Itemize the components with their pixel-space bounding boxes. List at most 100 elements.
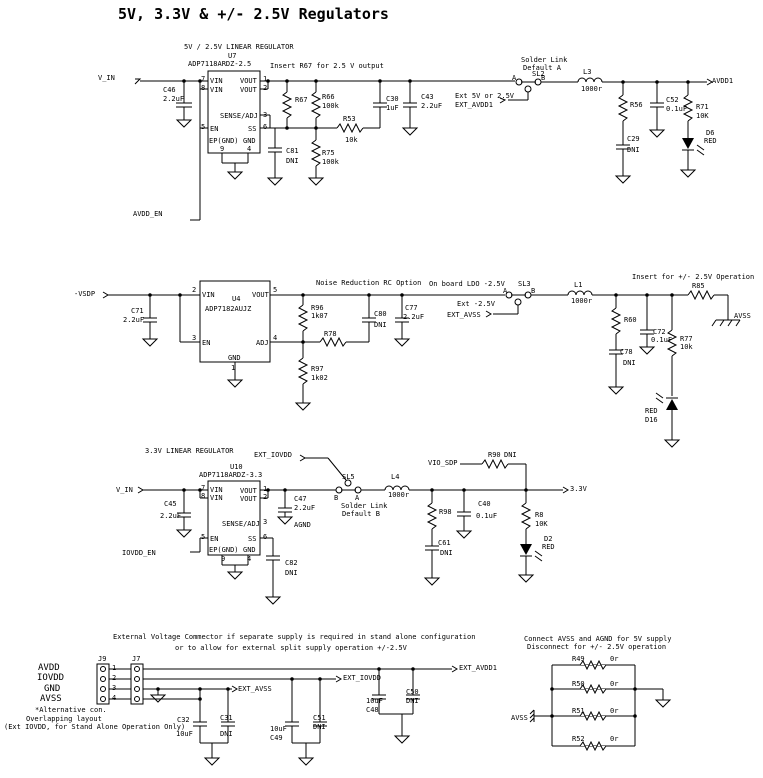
svg-text:R60: R60 bbox=[624, 316, 637, 324]
section-u10-regulator: 3.3V LINEAR REGULATOR U10 ADP7118ARDZ-3.… bbox=[116, 447, 588, 605]
svg-text:10uF: 10uF bbox=[176, 730, 193, 738]
svg-text:DNI: DNI bbox=[285, 569, 298, 577]
svg-text:RED: RED bbox=[704, 137, 717, 145]
u7-ref: U7 bbox=[228, 52, 236, 60]
ext-avdd1-net: EXT_AVDD1 bbox=[455, 101, 493, 109]
svg-text:DNI: DNI bbox=[286, 157, 299, 165]
svg-text:Connect AVSS and AGND for 5V s: Connect AVSS and AGND for 5V supply bbox=[524, 635, 672, 643]
u7-ic-body bbox=[207, 70, 261, 154]
svg-text:R98: R98 bbox=[439, 508, 452, 516]
svg-text:DNI: DNI bbox=[313, 723, 326, 731]
svg-text:R49: R49 bbox=[572, 655, 585, 663]
svg-text:AGND: AGND bbox=[294, 521, 311, 529]
svg-text:EN: EN bbox=[202, 339, 210, 347]
svg-text:D6: D6 bbox=[706, 129, 714, 137]
svg-text:0r: 0r bbox=[610, 680, 618, 688]
svg-text:2: 2 bbox=[263, 84, 267, 92]
svg-text:DNI: DNI bbox=[627, 146, 640, 154]
svg-text:2.2uF: 2.2uF bbox=[123, 316, 144, 324]
svg-text:1k07: 1k07 bbox=[311, 312, 328, 320]
ext-iovdd-net-conn: EXT_IOVDD bbox=[343, 674, 381, 682]
r52: R52 0r bbox=[572, 735, 618, 752]
avdd1-net: AVDD1 bbox=[712, 77, 733, 85]
svg-text:D16: D16 bbox=[645, 416, 658, 424]
svg-text:DNI: DNI bbox=[440, 549, 453, 557]
svg-text:Noise Reduction RC Option: Noise Reduction RC Option bbox=[316, 279, 421, 287]
svg-text:GND: GND bbox=[243, 546, 256, 554]
svg-text:0r: 0r bbox=[610, 655, 618, 663]
svg-text:SENSE/ADJ: SENSE/ADJ bbox=[222, 520, 260, 528]
svg-text:C80: C80 bbox=[374, 310, 387, 318]
svg-text:C32: C32 bbox=[177, 716, 190, 724]
svg-text:A: A bbox=[355, 494, 360, 502]
ext-avss-net-conn: EXT_AVSS bbox=[238, 685, 272, 693]
avss-link-net: AVSS bbox=[511, 714, 528, 722]
svg-text:*Alternative con.: *Alternative con. bbox=[35, 706, 107, 714]
svg-text:L4: L4 bbox=[391, 473, 399, 481]
svg-text:Default B: Default B bbox=[342, 510, 380, 518]
svg-text:4: 4 bbox=[247, 555, 251, 563]
svg-text:SL3: SL3 bbox=[518, 280, 531, 288]
svg-text:VOUT: VOUT bbox=[252, 291, 270, 299]
svg-text:EN: EN bbox=[210, 125, 218, 133]
svg-text:C81: C81 bbox=[286, 147, 299, 155]
svg-text:B: B bbox=[541, 74, 545, 82]
svg-text:10uF: 10uF bbox=[270, 725, 287, 733]
ext-iovdd-net-top: EXT_IOVDD bbox=[254, 451, 292, 459]
svg-text:VIN: VIN bbox=[210, 77, 223, 85]
svg-text:4: 4 bbox=[273, 334, 277, 342]
svg-text:C77: C77 bbox=[405, 304, 418, 312]
svg-text:R53: R53 bbox=[343, 115, 356, 123]
svg-text:Insert for +/- 2.5V Operation: Insert for +/- 2.5V Operation bbox=[632, 273, 754, 281]
svg-text:R56: R56 bbox=[630, 101, 643, 109]
svg-text:R97: R97 bbox=[311, 365, 324, 373]
svg-text:R67: R67 bbox=[295, 96, 308, 104]
svg-text:1uF: 1uF bbox=[386, 104, 399, 112]
svg-text:ADP7182AUJZ: ADP7182AUJZ bbox=[205, 305, 251, 313]
svg-text:B: B bbox=[334, 494, 338, 502]
ext-avss-net: EXT_AVSS bbox=[447, 311, 481, 319]
r51: R51 0r bbox=[572, 707, 618, 722]
svg-text:1000r: 1000r bbox=[571, 297, 592, 305]
svg-text:6: 6 bbox=[263, 123, 267, 131]
svg-text:6: 6 bbox=[263, 533, 267, 541]
svg-text:GND: GND bbox=[243, 137, 256, 145]
svg-text:SENSE/ADJ: SENSE/ADJ bbox=[220, 112, 258, 120]
svg-text:C29: C29 bbox=[627, 135, 640, 143]
svg-text:C46: C46 bbox=[163, 86, 176, 94]
svg-text:2: 2 bbox=[192, 286, 196, 294]
svg-text:R77: R77 bbox=[680, 335, 693, 343]
svg-text:B: B bbox=[531, 287, 535, 295]
svg-text:4: 4 bbox=[247, 145, 251, 153]
svg-text:1: 1 bbox=[112, 664, 116, 672]
svg-text:5: 5 bbox=[273, 286, 277, 294]
svg-text:C48: C48 bbox=[366, 706, 379, 714]
svg-text:1: 1 bbox=[263, 75, 267, 83]
svg-text:5: 5 bbox=[201, 123, 205, 131]
svg-text:Solder Link: Solder Link bbox=[521, 56, 568, 64]
svg-text:9: 9 bbox=[220, 145, 224, 153]
svg-text:1000r: 1000r bbox=[388, 491, 409, 499]
svg-text:3: 3 bbox=[263, 518, 267, 526]
svg-text:VIN: VIN bbox=[210, 486, 223, 494]
svg-text:R50: R50 bbox=[572, 680, 585, 688]
svg-text:0.1uF: 0.1uF bbox=[666, 105, 687, 113]
svg-text:DNI: DNI bbox=[406, 697, 419, 705]
conn-label-avdd: AVDD bbox=[38, 663, 60, 673]
svg-text:10K: 10K bbox=[696, 112, 709, 120]
r50: R50 0r bbox=[572, 680, 618, 695]
u7-part: ADP7118ARDZ-2.5 bbox=[188, 60, 251, 68]
svg-text:R71: R71 bbox=[696, 103, 709, 111]
section-external-connector: External Voltage Commector if separate s… bbox=[4, 633, 497, 766]
svg-text:1: 1 bbox=[263, 485, 267, 493]
ext-avdd1-net-conn: EXT_AVDD1 bbox=[459, 664, 497, 672]
svg-text:(Ext IOVDD, for Stand Alone Op: (Ext IOVDD, for Stand Alone Operation On… bbox=[4, 723, 185, 731]
svg-text:R75: R75 bbox=[322, 149, 335, 157]
u10-ic-body bbox=[207, 480, 261, 556]
svg-text:100k: 100k bbox=[322, 158, 340, 166]
svg-text:D2: D2 bbox=[544, 535, 552, 543]
u7-insert-note: Insert R67 for 2.5 V output bbox=[270, 62, 384, 70]
svg-text:C43: C43 bbox=[421, 93, 434, 101]
svg-text:2.2uF: 2.2uF bbox=[163, 95, 184, 103]
svg-text:C72: C72 bbox=[653, 328, 666, 336]
